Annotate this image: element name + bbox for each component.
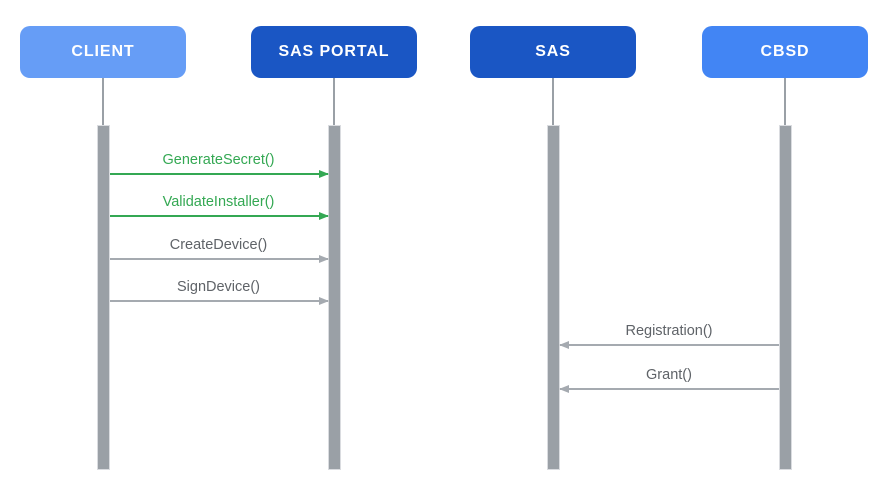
message-label: Grant(): [646, 367, 692, 383]
message-label: ValidateInstaller(): [162, 194, 275, 210]
arrowhead-right-icon: [318, 212, 329, 220]
lifeline-stem-sas-portal: [333, 78, 335, 125]
actor-label-cbsd: CBSD: [760, 43, 810, 60]
message-label: CreateDevice(): [169, 237, 268, 253]
arrowhead-left-icon: [558, 341, 569, 349]
message-line: [109, 258, 328, 260]
message-line: [559, 388, 779, 390]
activation-bar-cbsd: [778, 125, 792, 470]
message-cbsd-to-sas-4: Registration(): [558, 316, 779, 349]
message-label: Registration(): [625, 323, 713, 339]
message-label: GenerateSecret(): [162, 152, 275, 168]
lifeline-stem-sas: [552, 78, 554, 125]
message-line: [109, 173, 328, 175]
actor-label-client: CLIENT: [71, 43, 135, 60]
message-line: [109, 300, 328, 302]
message-cbsd-to-sas-5: Grant(): [558, 360, 779, 393]
message-label: SignDevice(): [177, 279, 260, 295]
message-client-to-sas-portal-0: GenerateSecret(): [109, 145, 329, 178]
actor-label-sas: SAS: [535, 43, 571, 60]
arrowhead-left-icon: [558, 385, 569, 393]
lifeline-stem-cbsd: [784, 78, 786, 125]
actor-box-cbsd: CBSD: [702, 26, 868, 78]
arrowhead-right-icon: [318, 255, 329, 263]
arrowhead-right-icon: [318, 170, 329, 178]
arrowhead-right-icon: [318, 297, 329, 305]
message-line: [109, 215, 328, 217]
activation-bar-client: [96, 125, 110, 470]
message-line: [559, 344, 779, 346]
activation-bar-sas: [546, 125, 560, 470]
activation-bar-sas-portal: [327, 125, 341, 470]
actor-box-client: CLIENT: [20, 26, 186, 78]
message-client-to-sas-portal-2: CreateDevice(): [109, 230, 329, 263]
message-client-to-sas-portal-3: SignDevice(): [109, 272, 329, 305]
message-client-to-sas-portal-1: ValidateInstaller(): [109, 187, 329, 220]
actor-label-sas-portal: SAS PORTAL: [278, 43, 390, 60]
actor-box-sas: SAS: [470, 26, 636, 78]
actor-box-sas-portal: SAS PORTAL: [251, 26, 417, 78]
lifeline-stem-client: [102, 78, 104, 125]
